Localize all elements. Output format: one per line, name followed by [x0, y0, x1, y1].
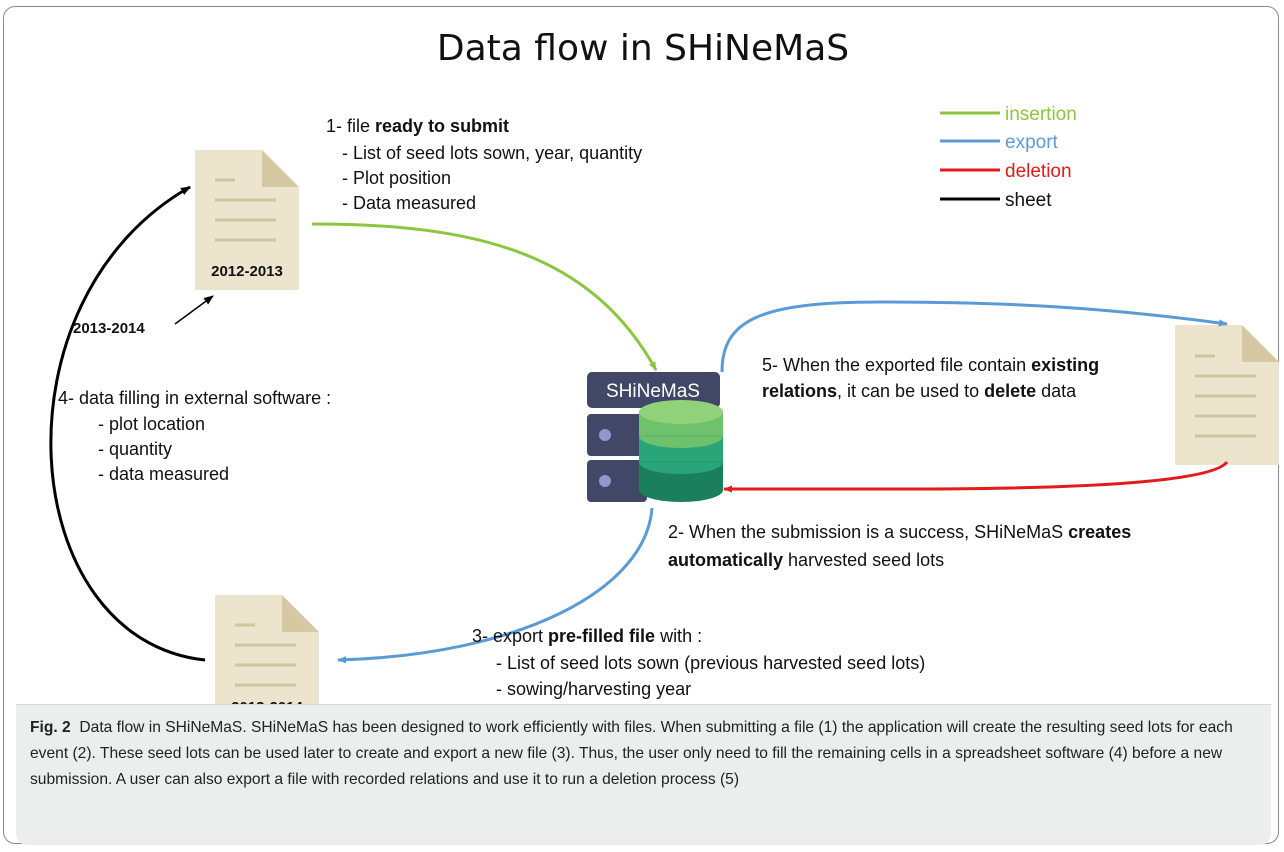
step4-item: - plot location — [98, 414, 205, 434]
step5-bold: relations — [762, 381, 837, 401]
step5-text: 5- When the exported file contain existi… — [762, 355, 1099, 401]
step3-item: - List of seed lots sown (previous harve… — [496, 653, 925, 673]
svg-text:automatically harvested seed l: automatically harvested seed lots — [668, 550, 944, 570]
svg-text:1- file ready to submit: 1- file ready to submit — [326, 116, 509, 136]
year-pointer-label: 2013-2014 — [73, 320, 145, 337]
export-arrow-to-file — [720, 300, 1228, 373]
document-icon-2013-2014: 2013-2014 — [215, 595, 319, 730]
step1-prefix: 1- file — [326, 116, 375, 136]
sheet-cycle-arrow — [49, 185, 206, 662]
insertion-arrow — [311, 222, 658, 371]
step3-prefix: 3- export — [472, 626, 548, 646]
step5-prefix: 5- When the exported file contain — [762, 355, 1031, 375]
database-label: SHiNeMaS — [606, 381, 700, 402]
document-icon-exported — [1175, 325, 1279, 465]
step4-heading: 4- data filling in external software : — [58, 388, 331, 408]
step5-bold: existing — [1031, 355, 1099, 375]
legend-label-deletion: deletion — [1005, 161, 1072, 182]
step2-bold: creates — [1068, 522, 1131, 542]
step1-item: - Plot position — [342, 168, 451, 188]
step4-text: 4- data filling in external software : -… — [58, 388, 331, 484]
svg-text:5- When the exported file cont: 5- When the exported file contain existi… — [762, 355, 1099, 375]
step2-bold: automatically — [668, 550, 783, 570]
step2-text: 2- When the submission is a success, SHi… — [668, 522, 1131, 570]
svg-text:2- When the submission is a su: 2- When the submission is a success, SHi… — [668, 522, 1131, 542]
svg-text:3- export pre-filled file with: 3- export pre-filled file with : — [472, 626, 702, 646]
step3-text: 3- export pre-filled file with : - List … — [472, 626, 925, 699]
diagram-title: Data flow in SHiNeMaS — [437, 28, 849, 69]
step5-mid: , it can be used to — [837, 381, 984, 401]
step3-item: - sowing/harvesting year — [496, 679, 691, 699]
step4-item: - quantity — [98, 439, 172, 459]
step1-bold: ready to submit — [375, 116, 509, 136]
step4-item: - data measured — [98, 464, 229, 484]
legend: insertion export deletion sheet — [940, 104, 1077, 211]
step1-item: - List of seed lots sown, year, quantity — [342, 143, 642, 163]
step2-prefix: 2- When the submission is a success, SHi… — [668, 522, 1068, 542]
step5-bold: delete — [984, 381, 1036, 401]
legend-label-insertion: insertion — [1005, 104, 1077, 125]
step1-text: 1- file ready to submit - List of seed l… — [326, 116, 642, 213]
legend-label-export: export — [1005, 132, 1059, 153]
document-icon-2012-2013: 2012-2013 — [195, 150, 299, 290]
database-server-icon: SHiNeMaS — [587, 372, 723, 502]
deletion-arrow — [723, 460, 1229, 493]
step2-rest: harvested seed lots — [783, 550, 944, 570]
step5-rest: data — [1036, 381, 1077, 401]
legend-label-sheet: sheet — [1005, 190, 1052, 211]
svg-text:relations, it can be used to d: relations, it can be used to delete data — [762, 381, 1077, 401]
export-arrow-prefilled — [337, 507, 654, 664]
caption-label: Fig. 2 — [30, 719, 71, 736]
caption-text: Data flow in SHiNeMaS. SHiNeMaS has been… — [30, 719, 1233, 788]
document-year-label: 2012-2013 — [211, 263, 283, 280]
step1-item: - Data measured — [342, 193, 476, 213]
step3-bold: pre-filled file — [548, 626, 655, 646]
step3-suffix: with : — [655, 626, 702, 646]
year-pointer-arrow — [174, 295, 214, 325]
figure-caption: Fig. 2 Data flow in SHiNeMaS. SHiNeMaS h… — [16, 704, 1271, 845]
